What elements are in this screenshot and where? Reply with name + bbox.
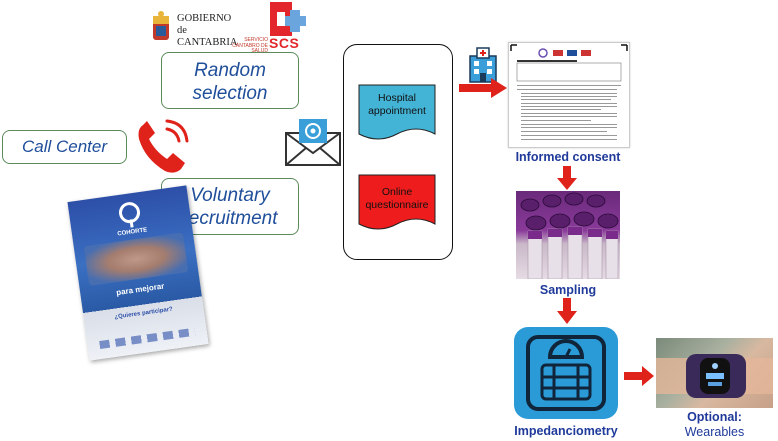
call-center-box: Call Center: [2, 130, 127, 164]
wearables-caption: Optional: Wearables: [656, 410, 773, 440]
optional-label: Optional:: [687, 410, 742, 424]
arrow-to-wearables-icon: [624, 366, 654, 386]
random-selection-box: Random selection: [161, 52, 299, 109]
scs-small-text: SERVICIO CÁNTABRO DE SALUD: [232, 37, 268, 54]
online-line1: Online: [381, 186, 413, 198]
arrow-down-impedance-icon: [557, 298, 577, 324]
recruitment-poster: COHORTE para mejorar ¿Quieres participar…: [67, 185, 209, 361]
gobierno-logo: GOBIERNO de CANTABRIA: [150, 8, 260, 50]
call-center-label: Call Center: [21, 137, 108, 156]
poster-question: ¿Quieres participar?: [114, 306, 174, 321]
voluntary-line1: Voluntary: [190, 185, 270, 206]
impedance-scale-icon: [514, 327, 618, 419]
phone-icon: [138, 119, 189, 173]
cohorte-logo-icon: [119, 202, 141, 228]
hospital-appointment-shape: [358, 84, 436, 140]
wearable-photo: [656, 338, 773, 408]
random-selection-line1: Random: [194, 60, 266, 81]
hospital-building-icon: [469, 47, 497, 83]
voluntary-line2: recruitment: [182, 208, 278, 229]
tubes-icon: [520, 192, 619, 279]
poster-hands-image: [83, 232, 189, 286]
hospital-line1: Hospital: [378, 92, 416, 104]
scs-logo: SERVICIO CÁNTABRO DE SALUD SCS: [232, 2, 322, 54]
gobierno-line3: CANTABRIA: [177, 37, 238, 48]
scs-acronym: SCS: [269, 35, 300, 51]
informed-consent-label: Informed consent: [515, 150, 621, 164]
arrow-to-consent-icon: [459, 78, 507, 98]
consent-doc-content-icon: [510, 44, 628, 140]
online-line2: questionnaire: [365, 199, 429, 211]
wearables-label: Wearables: [684, 425, 745, 439]
sampling-label: Sampling: [539, 283, 597, 297]
hospital-appointment-label: Hospital appointment: [358, 92, 436, 118]
arrow-down-sampling-icon: [557, 166, 577, 190]
consent-document: [508, 42, 630, 148]
online-questionnaire-shape: [358, 174, 436, 230]
gobierno-line1: GOBIERNO: [177, 13, 232, 24]
smartband-icon: [656, 354, 773, 398]
poster-footer-logos: [99, 327, 196, 349]
sampling-tubes-photo: [516, 191, 620, 279]
email-icon: [285, 119, 341, 166]
scs-cross-icon: [270, 2, 306, 36]
random-selection-line2: selection: [192, 83, 268, 104]
gobierno-line2: de: [177, 25, 187, 36]
coat-of-arms-icon: [153, 11, 169, 40]
hospital-line2: appointment: [368, 105, 426, 117]
online-questionnaire-label: Online questionnaire: [358, 186, 436, 212]
impedanciometry-label: Impedanciometry: [514, 424, 618, 438]
